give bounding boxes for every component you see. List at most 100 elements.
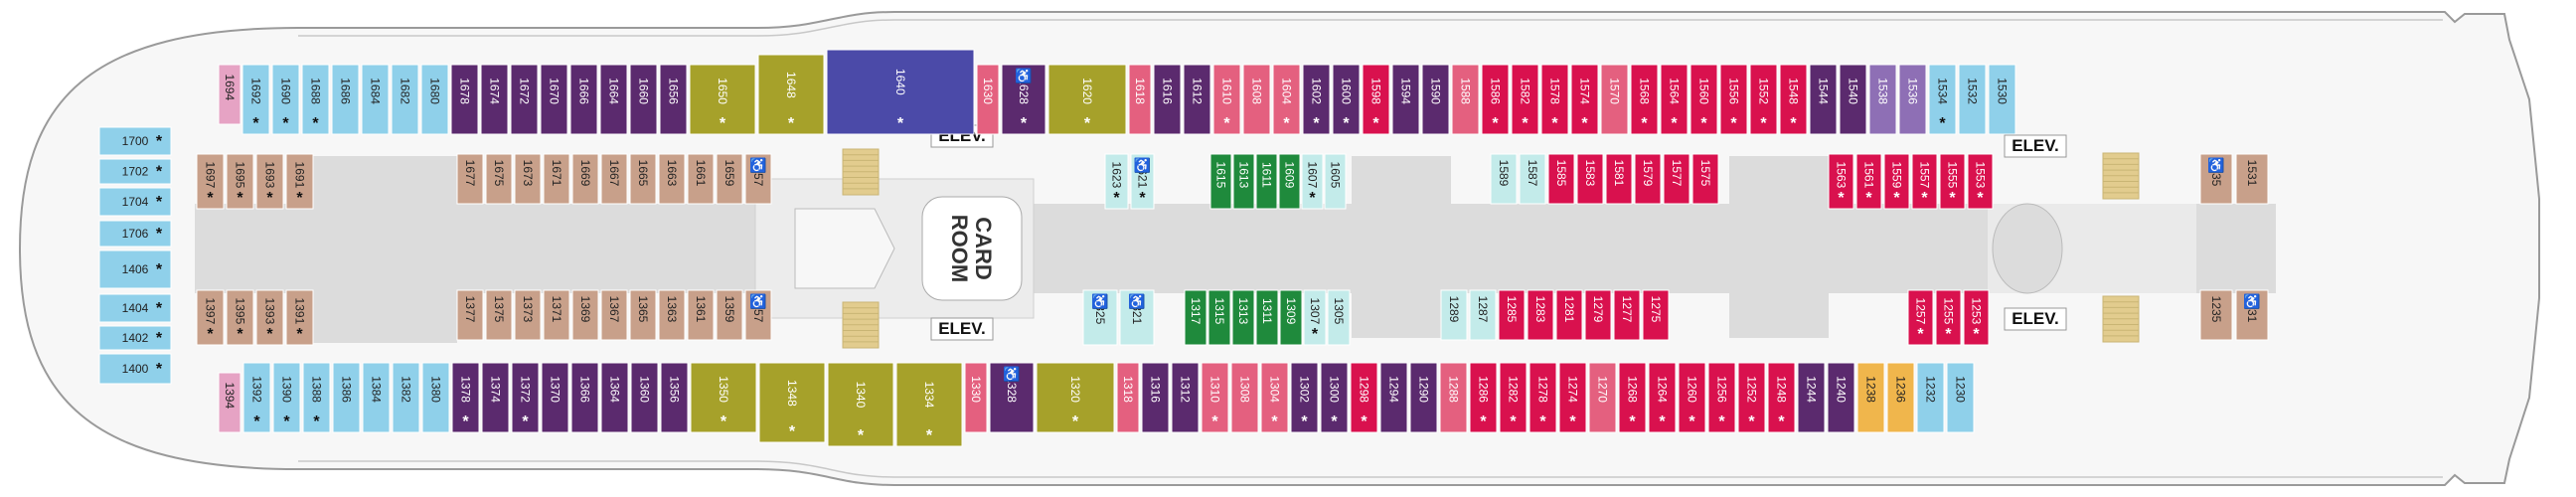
cabin-1674[interactable]: 1674 xyxy=(480,64,509,135)
cabin-1598[interactable]: 1598* xyxy=(1362,64,1390,135)
cabin-1283[interactable]: 1283 xyxy=(1527,289,1554,341)
cabin-1665[interactable]: 1665 xyxy=(629,153,657,205)
cabin-1672[interactable]: 1672 xyxy=(510,64,539,135)
cabin-1563[interactable]: 1563* xyxy=(1828,153,1854,210)
cabin-1372[interactable]: 1372* xyxy=(511,362,540,433)
cabin-1564[interactable]: 1564* xyxy=(1660,64,1689,135)
cabin-1544[interactable]: 1544 xyxy=(1809,64,1838,135)
cabin-1579[interactable]: 1579 xyxy=(1634,153,1662,205)
cabin-1260[interactable]: 1260* xyxy=(1678,362,1706,433)
cabin-1288[interactable]: 1288 xyxy=(1439,362,1468,433)
cabin-1686[interactable]: 1686 xyxy=(331,64,360,135)
cabin-1615[interactable]: 1615 xyxy=(1209,153,1232,210)
cabin-1325[interactable]: 1325♿ xyxy=(1082,289,1118,346)
cabin-1298[interactable]: 1298* xyxy=(1350,362,1378,433)
cabin-1697[interactable]: 1697* xyxy=(196,153,225,210)
cabin-1587[interactable]: 1587 xyxy=(1519,153,1546,205)
cabin-1286[interactable]: 1286* xyxy=(1469,362,1498,433)
cabin-1366[interactable]: 1366 xyxy=(570,362,599,433)
cabin-1357[interactable]: 1357♿ xyxy=(744,289,772,341)
cabin-1304[interactable]: 1304* xyxy=(1260,362,1289,433)
cabin-1312[interactable]: 1312 xyxy=(1171,362,1200,433)
cabin-1555[interactable]: 1555* xyxy=(1939,153,1966,210)
cabin-1628[interactable]: 1628*♿ xyxy=(1001,64,1046,135)
cabin-1575[interactable]: 1575 xyxy=(1691,153,1719,205)
cabin-1350[interactable]: 1350* xyxy=(690,362,757,433)
cabin-1702[interactable]: 1702* xyxy=(98,158,172,185)
cabin-1670[interactable]: 1670 xyxy=(540,64,568,135)
cabin-1363[interactable]: 1363 xyxy=(658,289,686,341)
cabin-1404[interactable]: 1404* xyxy=(98,293,172,323)
cabin-1393[interactable]: 1393* xyxy=(255,289,284,346)
cabin-1585[interactable]: 1585 xyxy=(1547,153,1575,205)
cabin-1534[interactable]: 1534* xyxy=(1928,64,1957,135)
cabin-1230[interactable]: 1230 xyxy=(1946,362,1975,433)
cabin-1290[interactable]: 1290 xyxy=(1409,362,1438,433)
cabin-1667[interactable]: 1667 xyxy=(600,153,628,205)
cabin-1370[interactable]: 1370 xyxy=(541,362,569,433)
cabin-1235[interactable]: 1235 xyxy=(2199,289,2233,341)
cabin-1287[interactable]: 1287 xyxy=(1469,289,1497,341)
cabin-1621[interactable]: 1621*♿ xyxy=(1130,153,1155,210)
cabin-1602[interactable]: 1602* xyxy=(1302,64,1331,135)
cabin-1609[interactable]: 1609 xyxy=(1278,153,1301,210)
cabin-1675[interactable]: 1675 xyxy=(485,153,513,205)
cabin-1348[interactable]: 1348* xyxy=(758,362,826,443)
cabin-1704[interactable]: 1704* xyxy=(98,187,172,217)
cabin-1386[interactable]: 1386 xyxy=(332,362,361,433)
cabin-1612[interactable]: 1612 xyxy=(1183,64,1211,135)
cabin-1536[interactable]: 1536 xyxy=(1898,64,1927,135)
cabin-1282[interactable]: 1282* xyxy=(1499,362,1528,433)
cabin-1540[interactable]: 1540 xyxy=(1839,64,1867,135)
cabin-1317[interactable]: 1317 xyxy=(1184,289,1208,346)
cabin-1289[interactable]: 1289 xyxy=(1440,289,1468,341)
cabin-1590[interactable]: 1590 xyxy=(1421,64,1450,135)
cabin-1688[interactable]: 1688* xyxy=(301,64,330,135)
cabin-1680[interactable]: 1680 xyxy=(420,64,449,135)
cabin-1360[interactable]: 1360 xyxy=(630,362,659,433)
cabin-1623[interactable]: 1623* xyxy=(1104,153,1129,210)
cabin-1630[interactable]: 1630 xyxy=(976,64,1000,135)
cabin-1382[interactable]: 1382 xyxy=(392,362,420,433)
cabin-1695[interactable]: 1695* xyxy=(226,153,254,210)
cabin-1318[interactable]: 1318 xyxy=(1116,362,1140,433)
cabin-1374[interactable]: 1374 xyxy=(481,362,510,433)
cabin-1305[interactable]: 1305 xyxy=(1327,289,1351,346)
cabin-1657[interactable]: 1657♿ xyxy=(744,153,772,205)
cabin-1384[interactable]: 1384 xyxy=(362,362,391,433)
cabin-1605[interactable]: 1605 xyxy=(1324,153,1347,210)
cabin-1402[interactable]: 1402* xyxy=(98,325,172,351)
cabin-1391[interactable]: 1391* xyxy=(285,289,314,346)
cabin-1310[interactable]: 1310* xyxy=(1201,362,1229,433)
cabin-1373[interactable]: 1373 xyxy=(514,289,542,341)
cabin-1308[interactable]: 1308 xyxy=(1230,362,1259,433)
cabin-1244[interactable]: 1244 xyxy=(1797,362,1826,433)
cabin-1277[interactable]: 1277 xyxy=(1613,289,1641,341)
cabin-1394[interactable]: 1394 xyxy=(218,372,242,433)
cabin-1378[interactable]: 1378* xyxy=(451,362,480,433)
cabin-1274[interactable]: 1274* xyxy=(1558,362,1587,433)
cabin-1316[interactable]: 1316 xyxy=(1141,362,1170,433)
cabin-1586[interactable]: 1586* xyxy=(1481,64,1510,135)
cabin-1367[interactable]: 1367 xyxy=(600,289,628,341)
cabin-1279[interactable]: 1279 xyxy=(1584,289,1612,341)
cabin-1236[interactable]: 1236 xyxy=(1886,362,1915,433)
cabin-1307[interactable]: 1307* xyxy=(1303,289,1327,346)
cabin-1692[interactable]: 1692* xyxy=(242,64,270,135)
cabin-1648[interactable]: 1648* xyxy=(757,54,825,135)
cabin-1294[interactable]: 1294 xyxy=(1379,362,1408,433)
cabin-1600[interactable]: 1600* xyxy=(1332,64,1361,135)
cabin-1406[interactable]: 1406* xyxy=(98,249,172,289)
cabin-1278[interactable]: 1278* xyxy=(1529,362,1557,433)
cabin-1589[interactable]: 1589 xyxy=(1490,153,1518,205)
cabin-1594[interactable]: 1594 xyxy=(1391,64,1420,135)
cabin-1666[interactable]: 1666 xyxy=(569,64,598,135)
cabin-1671[interactable]: 1671 xyxy=(543,153,570,205)
cabin-1659[interactable]: 1659 xyxy=(716,153,743,205)
cabin-1640[interactable]: 1640* xyxy=(826,49,975,135)
cabin-1559[interactable]: 1559* xyxy=(1883,153,1910,210)
cabin-1531[interactable]: 1531 xyxy=(2235,153,2269,205)
cabin-1365[interactable]: 1365 xyxy=(629,289,657,341)
cabin-1252[interactable]: 1252* xyxy=(1737,362,1766,433)
cabin-1611[interactable]: 1611 xyxy=(1255,153,1278,210)
